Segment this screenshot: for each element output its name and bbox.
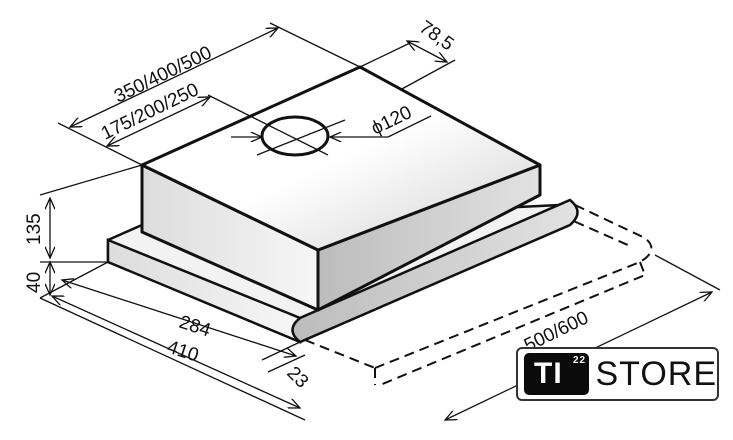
logo-superscript: 22 <box>573 355 587 366</box>
dim-height-body: 135 <box>24 213 45 245</box>
dim-height-base: 40 <box>24 272 45 293</box>
logo-mark: TI 22 <box>524 353 590 395</box>
hood-body <box>140 65 542 312</box>
logo-ti: TI <box>534 357 563 390</box>
logo-word: STORE <box>595 354 717 393</box>
dim-depth-body: 284 <box>176 312 213 342</box>
dim-outlet-depth: 78,5 <box>415 17 457 55</box>
extension-dashed <box>304 204 653 386</box>
store-logo: TI 22 STORE <box>516 347 719 401</box>
dim-depth-base: 410 <box>164 337 201 367</box>
dim-front-strip: 23 <box>282 363 312 393</box>
